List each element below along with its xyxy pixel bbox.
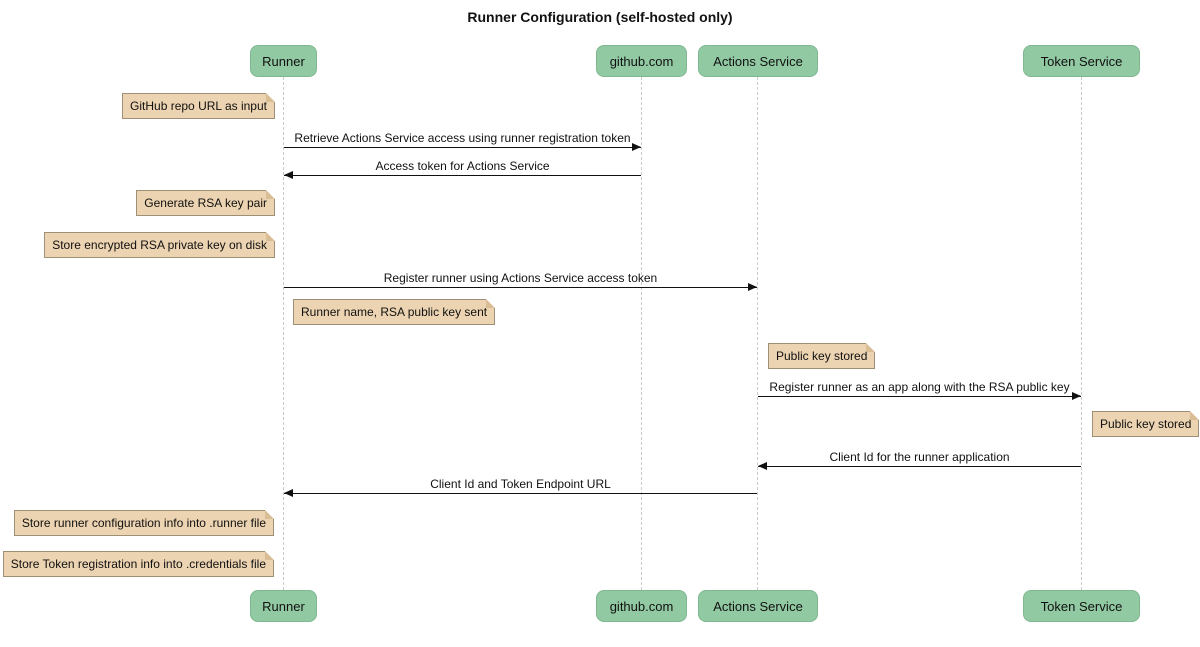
lifeline-runner [283, 77, 284, 590]
lifeline-token-service [1081, 77, 1082, 590]
arrowhead-right-icon [632, 143, 641, 151]
arrowhead-left-icon [284, 171, 293, 179]
note-github-repo-url: GitHub repo URL as input [122, 93, 275, 119]
message-label: Register runner using Actions Service ac… [383, 271, 658, 285]
note-public-key-stored-actions: Public key stored [768, 343, 876, 369]
diagram-title: Runner Configuration (self-hosted only) [467, 9, 733, 25]
note-store-credentials-file: Store Token registration info into .cred… [2, 551, 275, 577]
message-line [284, 175, 641, 176]
participant-github-bottom: github.com [596, 590, 687, 622]
message-line [284, 147, 641, 148]
note-generate-rsa-key: Generate RSA key pair [136, 190, 275, 216]
note-store-private-key: Store encrypted RSA private key on disk [44, 232, 275, 258]
note-store-runner-file: Store runner configuration info into .ru… [13, 510, 275, 536]
participant-token-service-bottom: Token Service [1023, 590, 1140, 622]
message-line [284, 287, 757, 288]
participant-actions-service-top: Actions Service [698, 45, 818, 77]
participant-runner-bottom: Runner [250, 590, 317, 622]
message-line [284, 493, 757, 494]
lifeline-actions-service [757, 77, 758, 590]
note-public-key-stored-token: Public key stored [1092, 411, 1200, 437]
message-label: Register runner as an app along with the… [769, 380, 1070, 394]
message-label: Client Id for the runner application [829, 450, 1010, 464]
lifeline-github [641, 77, 642, 590]
arrowhead-right-icon [1072, 392, 1081, 400]
note-runner-name-sent: Runner name, RSA public key sent [293, 299, 496, 325]
arrowhead-left-icon [284, 489, 293, 497]
participant-runner-top: Runner [250, 45, 317, 77]
message-line [758, 396, 1081, 397]
message-label: Client Id and Token Endpoint URL [430, 477, 611, 491]
arrowhead-left-icon [758, 462, 767, 470]
participant-github-top: github.com [596, 45, 687, 77]
message-line [758, 466, 1081, 467]
participant-token-service-top: Token Service [1023, 45, 1140, 77]
message-label: Retrieve Actions Service access using ru… [294, 131, 631, 145]
participant-actions-service-bottom: Actions Service [698, 590, 818, 622]
message-label: Access token for Actions Service [375, 159, 550, 173]
arrowhead-right-icon [748, 283, 757, 291]
